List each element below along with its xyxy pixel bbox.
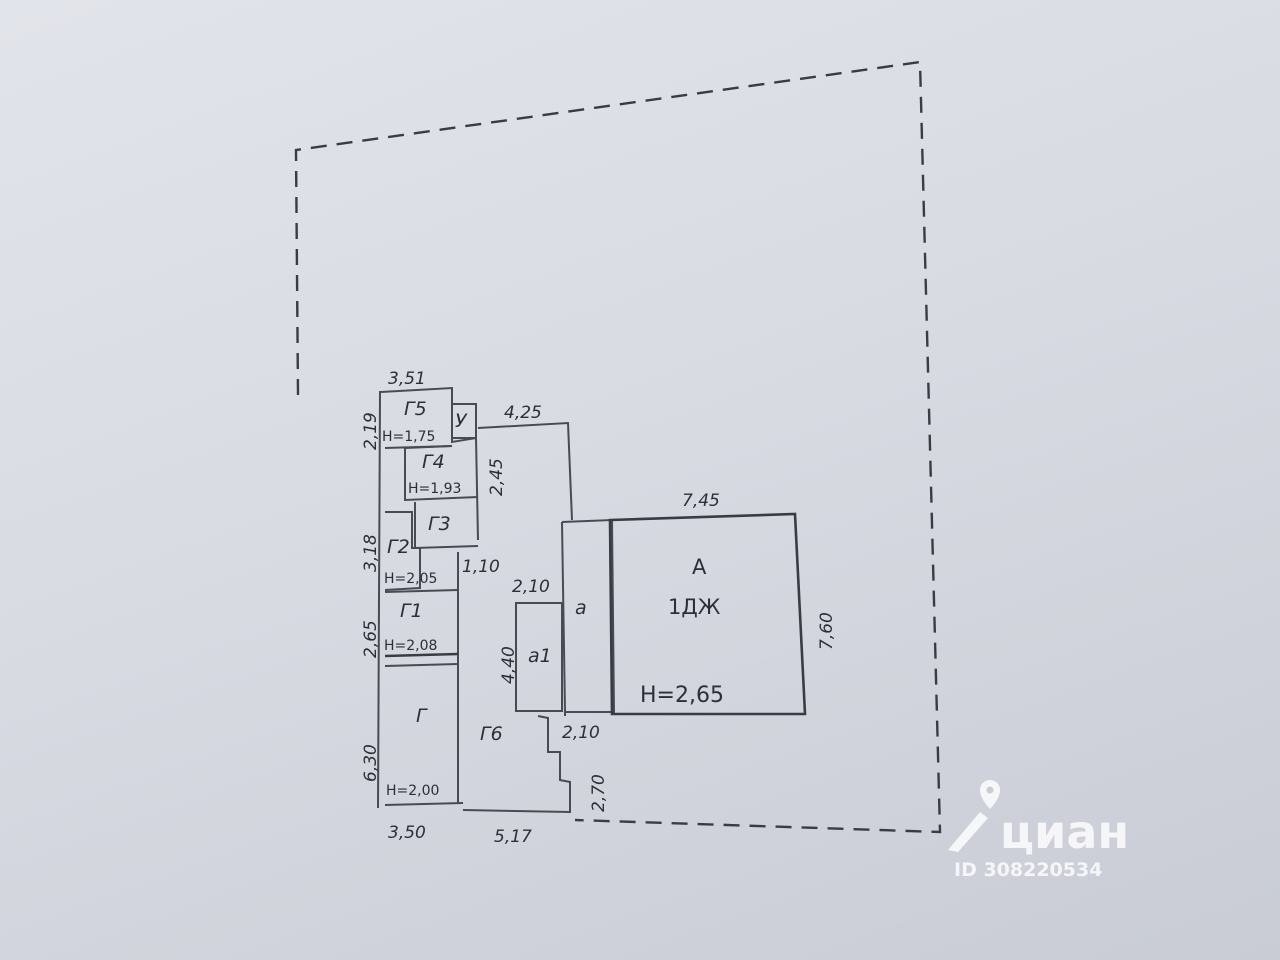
yard-g6-bottom xyxy=(462,715,571,814)
dim-g-side: 6,30 xyxy=(361,744,381,782)
cian-slash-icon xyxy=(948,812,988,852)
room-a-outline xyxy=(561,518,616,713)
room-g-label: Г xyxy=(416,705,428,727)
location-pin-icon xyxy=(980,780,1000,809)
watermark-brand: циан xyxy=(1000,805,1129,859)
house-a-label: A xyxy=(692,555,707,579)
dim-g2-side: 3,18 xyxy=(361,534,381,572)
room-g1-label: Г1 xyxy=(400,600,423,622)
room-g4-height: H=1,93 xyxy=(408,481,461,497)
dim-g4-right: 2,45 xyxy=(487,458,507,496)
room-g2-label: Г2 xyxy=(387,536,410,558)
room-g5-label: Г5 xyxy=(404,398,427,420)
room-g5-height: H=1,75 xyxy=(382,429,435,445)
wall-g-top xyxy=(384,663,459,667)
dim-a-right: 7,60 xyxy=(817,612,837,650)
watermark: циан ID 308220534 xyxy=(948,780,1129,881)
dim-top-g5: 3,51 xyxy=(388,369,426,389)
dim-a-top: 7,45 xyxy=(682,491,720,511)
room-a1-outline xyxy=(515,602,563,712)
room-g4-outline xyxy=(404,448,479,502)
house-a-type: 1ДЖ xyxy=(668,595,721,619)
wall-g4-top xyxy=(404,445,453,449)
yard-g6-label: Г6 xyxy=(480,723,503,745)
dim-step-right: 2,70 xyxy=(589,774,609,812)
wall-g1-top xyxy=(384,589,459,593)
room-g3-label: Г3 xyxy=(428,513,451,535)
location-pin-dot xyxy=(986,786,994,794)
dim-g1-side: 2,65 xyxy=(361,620,381,658)
room-a1-label: a1 xyxy=(528,645,552,667)
wall-g1-bottom xyxy=(384,652,459,658)
room-g-height: H=2,00 xyxy=(386,783,439,799)
dim-a1-bottom: 2,10 xyxy=(562,723,600,743)
dim-bottom-g6: 5,17 xyxy=(494,827,532,847)
dim-a1-side: 4,40 xyxy=(499,646,519,684)
room-g1-height: H=2,08 xyxy=(384,638,437,654)
dim-bottom-g: 3,50 xyxy=(388,823,426,843)
room-g4-label: Г4 xyxy=(422,451,445,473)
room-u-outline xyxy=(451,403,477,439)
dim-g5-side: 2,19 xyxy=(361,412,381,450)
wall-g-bottom xyxy=(384,802,464,806)
room-u-label: У xyxy=(455,410,468,432)
watermark-id: ID 308220534 xyxy=(954,859,1102,881)
dim-a1-top: 2,10 xyxy=(512,577,550,597)
room-g2-height: H=2,05 xyxy=(384,571,437,587)
house-a-height: H=2,65 xyxy=(640,683,724,708)
yard-g6-outline xyxy=(477,421,573,521)
house-a-outline xyxy=(608,512,807,716)
lot-boundary xyxy=(294,60,942,834)
room-g2-outline xyxy=(384,511,421,591)
dim-yard-top: 4,25 xyxy=(504,403,542,423)
room-a-label: a xyxy=(575,597,587,619)
dim-g6-step: 1,10 xyxy=(462,557,500,577)
